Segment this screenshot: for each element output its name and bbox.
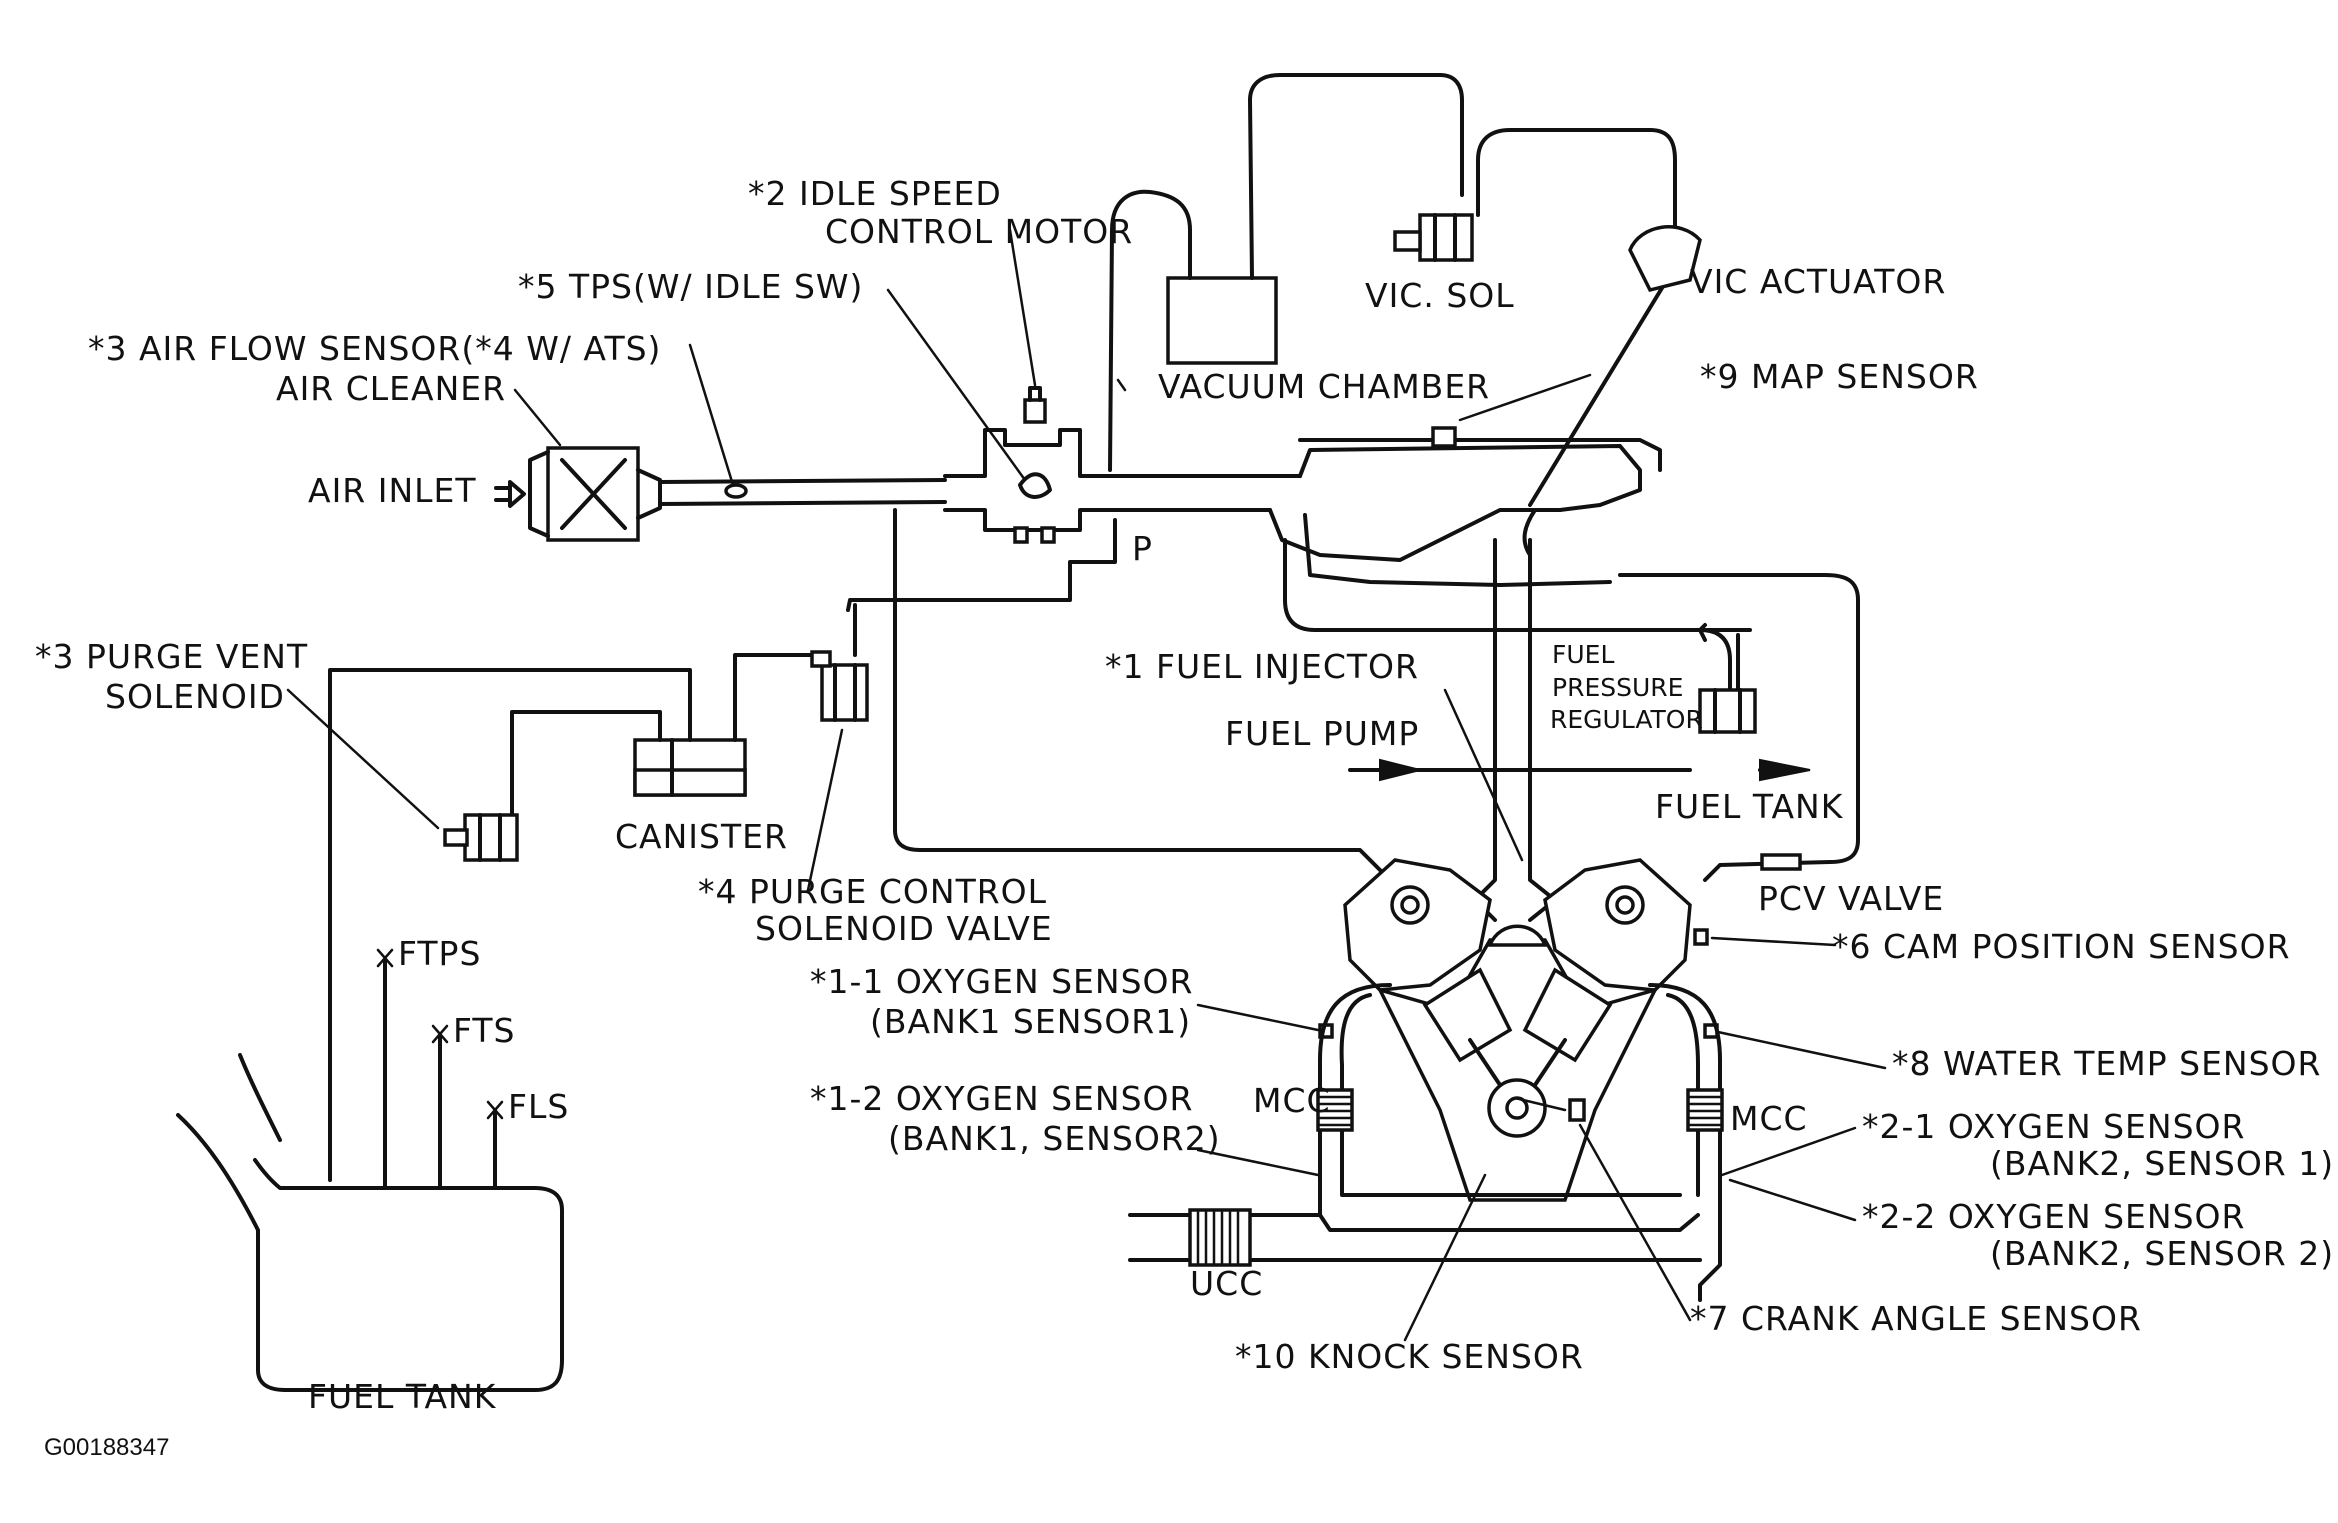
- label-fuel-pressure-1: FUEL: [1552, 640, 1614, 669]
- purge-control-solenoid-valve: [810, 650, 869, 722]
- label-mcc-left: MCC: [1253, 1081, 1331, 1120]
- label-pcv-valve: PCV VALVE: [1758, 879, 1944, 918]
- label-o2-2-2: *2-2 OXYGEN SENSOR: [1862, 1197, 2245, 1236]
- vic-actuator: [1628, 225, 1702, 293]
- vic-solenoid: [1393, 213, 1474, 262]
- engine-block: [1318, 858, 1719, 1202]
- label-vacuum-chamber: VACUUM CHAMBER: [1158, 367, 1490, 406]
- label-cam-position-sensor: *6 CAM POSITION SENSOR: [1832, 927, 2291, 966]
- vacuum-chamber: [1166, 276, 1278, 365]
- label-tps: *5 TPS(W/ IDLE SW): [518, 267, 863, 306]
- label-fuel-pressure-2: PRESSURE: [1552, 673, 1683, 702]
- label-crank-angle-sensor: *7 CRANK ANGLE SENSOR: [1690, 1299, 2142, 1338]
- label-fuel-pressure-3: REGULATOR: [1550, 705, 1703, 734]
- label-ftps: FTPS: [398, 934, 481, 973]
- label-mcc-right: MCC: [1730, 1099, 1808, 1138]
- mcc-left: [1316, 1088, 1354, 1132]
- label-fts: FTS: [453, 1011, 516, 1050]
- label-o2-1-2-sub: (BANK1, SENSOR2): [888, 1119, 1221, 1158]
- label-purge-control-2: SOLENOID VALVE: [755, 909, 1053, 948]
- mcc-right: [1686, 1088, 1724, 1132]
- throttle-body: [943, 428, 1117, 544]
- label-o2-1-1: *1-1 OXYGEN SENSOR: [810, 962, 1193, 1001]
- label-o2-2-2-sub: (BANK2, SENSOR 2): [1990, 1234, 2334, 1273]
- label-fuel-tank-return: FUEL TANK: [1655, 787, 1844, 826]
- label-p-port: P: [1132, 529, 1153, 568]
- label-fuel-tank: FUEL TANK: [308, 1377, 497, 1416]
- label-o2-2-1-sub: (BANK2, SENSOR 1): [1990, 1144, 2334, 1183]
- fuel-pressure-regulator: [1698, 688, 1757, 734]
- canister: [633, 738, 747, 797]
- label-vic-actuator: VIC ACTUATOR: [1690, 262, 1946, 301]
- purge-vent-solenoid: [443, 813, 519, 862]
- fuel-tank: [176, 948, 564, 1392]
- ucc: [1188, 1208, 1252, 1267]
- label-purge-vent-2: SOLENOID: [105, 677, 285, 716]
- label-ucc: UCC: [1190, 1264, 1263, 1303]
- leader-lines: [286, 228, 1887, 1342]
- label-idle-speed-2: CONTROL MOTOR: [825, 212, 1133, 251]
- label-canister: CANISTER: [615, 817, 788, 856]
- air-flow-sensor: [724, 483, 748, 499]
- label-air-inlet: AIR INLET: [308, 471, 477, 510]
- label-o2-2-1: *2-1 OXYGEN SENSOR: [1862, 1107, 2245, 1146]
- label-o2-1-2: *1-2 OXYGEN SENSOR: [810, 1079, 1193, 1118]
- label-air-flow-sensor: *3 AIR FLOW SENSOR(*4 W/ ATS): [88, 329, 661, 368]
- air-cleaner: [528, 446, 662, 542]
- air-inlet-arrow-icon: [494, 480, 526, 508]
- label-water-temp-sensor: *8 WATER TEMP SENSOR: [1892, 1044, 2321, 1083]
- label-knock-sensor: *10 KNOCK SENSOR: [1235, 1337, 1584, 1376]
- pcv-valve: [1760, 853, 1802, 871]
- figure-reference-code: G00188347: [44, 1434, 169, 1461]
- label-air-cleaner: AIR CLEANER: [276, 369, 506, 408]
- idle-speed-control-motor: [1023, 386, 1047, 424]
- label-idle-speed-1: *2 IDLE SPEED: [748, 174, 1002, 213]
- label-fls: FLS: [508, 1087, 569, 1126]
- label-map-sensor: *9 MAP SENSOR: [1700, 357, 1979, 396]
- label-fuel-injector: *1 FUEL INJECTOR: [1105, 647, 1419, 686]
- label-o2-1-1-sub: (BANK1 SENSOR1): [870, 1002, 1191, 1041]
- label-purge-vent-1: *3 PURGE VENT: [35, 637, 308, 676]
- map-sensor: [1431, 426, 1457, 448]
- label-vic-sol: VIC. SOL: [1365, 276, 1515, 315]
- label-fuel-pump: FUEL PUMP: [1225, 714, 1419, 753]
- label-purge-control-1: *4 PURGE CONTROL: [698, 872, 1047, 911]
